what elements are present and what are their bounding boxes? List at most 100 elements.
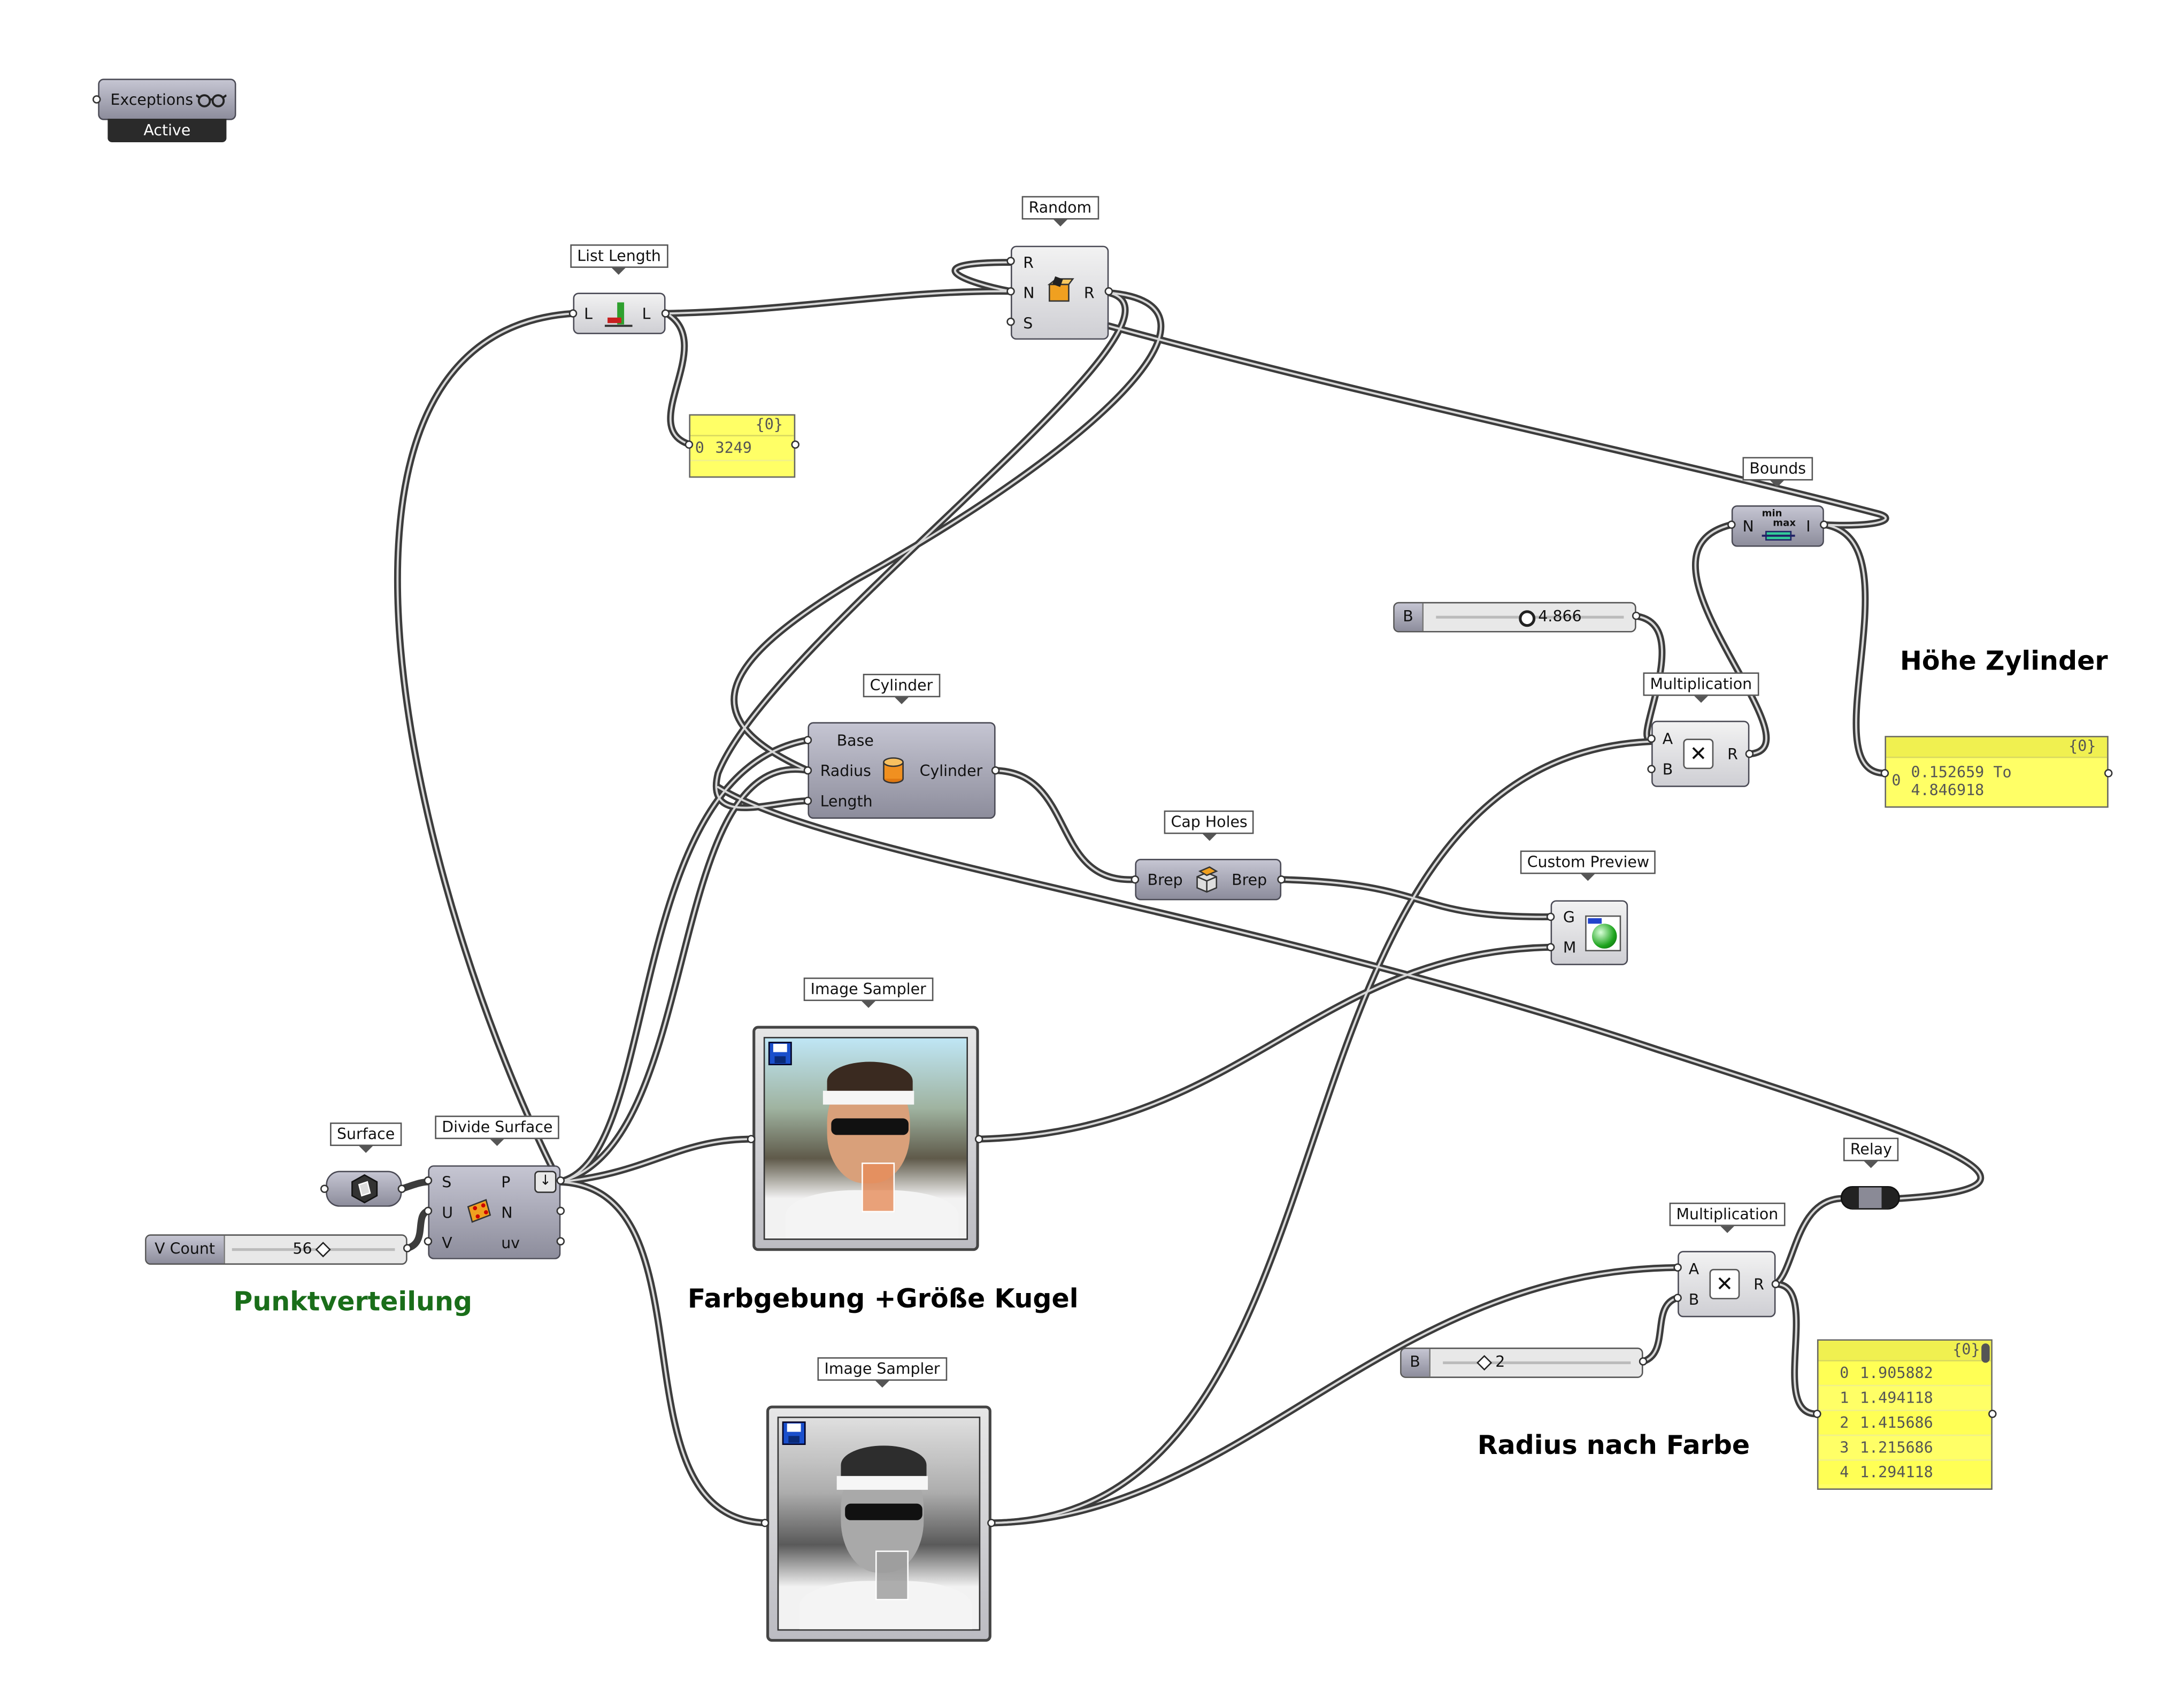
mult-top-input-a-dot[interactable] bbox=[1647, 734, 1656, 743]
list-length-panel-output-dot[interactable] bbox=[791, 440, 799, 449]
list-length-panel[interactable]: {0} 0 3249 bbox=[689, 414, 796, 478]
multiplication-bottom-component[interactable]: A B ✕ R bbox=[1678, 1251, 1776, 1318]
image-sampler-top[interactable] bbox=[752, 1026, 979, 1251]
radius-panel-path: {0} bbox=[1818, 1341, 1991, 1361]
divide-output-n-dot[interactable] bbox=[556, 1206, 565, 1215]
mult-bottom-output-r: R bbox=[1754, 1275, 1764, 1294]
radius-panel[interactable]: {0} 0 1.905882 1 1.494118 2 1.415686 3 1… bbox=[1817, 1339, 1993, 1490]
mult-bottom-output-dot[interactable] bbox=[1771, 1280, 1780, 1289]
multiplication-top-tag: Multiplication bbox=[1643, 672, 1759, 703]
mult-bottom-input-b-dot[interactable] bbox=[1673, 1294, 1682, 1302]
radius-slider-output-dot[interactable] bbox=[1639, 1357, 1648, 1366]
image-sampler-bottom-tag: Image Sampler bbox=[817, 1357, 947, 1388]
radius-panel-output-dot[interactable] bbox=[1988, 1410, 1997, 1418]
list-length-output-label: L bbox=[642, 305, 651, 324]
bounds-component[interactable]: N min max I bbox=[1731, 505, 1824, 547]
panel-scrollbar[interactable] bbox=[1981, 1343, 1990, 1363]
divide-output-p-dot[interactable] bbox=[556, 1176, 565, 1185]
image-sampler-bottom[interactable] bbox=[766, 1405, 991, 1642]
surface-input-dot[interactable] bbox=[320, 1184, 329, 1193]
cylinder-input-radius-dot[interactable] bbox=[803, 766, 812, 775]
multiplication-top-component[interactable]: A B ✕ R bbox=[1651, 720, 1750, 787]
bounds-input-dot[interactable] bbox=[1727, 520, 1736, 529]
mult-bottom-input-a-dot[interactable] bbox=[1673, 1263, 1682, 1272]
cap-holes-output-label: Brep bbox=[1232, 871, 1267, 889]
bounds-panel-path: {0} bbox=[1886, 737, 2108, 758]
random-input-n-dot[interactable] bbox=[1006, 287, 1015, 296]
save-disk-icon[interactable] bbox=[781, 1421, 806, 1445]
image-sampler-bottom-input-dot[interactable] bbox=[760, 1519, 770, 1527]
divide-output-uv: uv bbox=[501, 1234, 520, 1252]
save-disk-icon[interactable] bbox=[768, 1041, 793, 1066]
surface-output-dot[interactable] bbox=[397, 1184, 406, 1193]
v-count-slider-label: V Count bbox=[146, 1235, 225, 1264]
bounds-panel-output-dot[interactable] bbox=[2104, 769, 2113, 778]
v-count-slider[interactable]: V Count 56 bbox=[145, 1234, 407, 1265]
list-length-panel-path: {0} bbox=[690, 416, 794, 436]
random-output-dot[interactable] bbox=[1104, 287, 1113, 296]
panel-row-value: 1.294118 bbox=[1859, 1463, 1933, 1482]
divide-input-s-dot[interactable] bbox=[424, 1176, 433, 1185]
cylinder-input-base-dot[interactable] bbox=[803, 736, 812, 744]
cylinder-component[interactable]: Base Radius Length Cylinder bbox=[808, 722, 996, 819]
cylinder-input-radius: Radius bbox=[820, 762, 871, 780]
list-length-panel-input-dot[interactable] bbox=[685, 440, 694, 449]
radius-slider-value: 2 bbox=[1495, 1353, 1505, 1371]
dice-box-icon bbox=[1047, 276, 1074, 302]
list-length-component[interactable]: L L bbox=[573, 293, 666, 334]
cap-holes-component[interactable]: Brep Brep bbox=[1135, 859, 1282, 901]
custom-preview-input-m-dot[interactable] bbox=[1546, 943, 1555, 951]
random-component[interactable]: R N S R bbox=[1011, 245, 1109, 340]
mult-top-output-r: R bbox=[1727, 745, 1738, 764]
exceptions-component[interactable]: Exceptions bbox=[98, 79, 236, 120]
cylinder-output-label: Cylinder bbox=[919, 762, 983, 780]
random-input-s-dot[interactable] bbox=[1006, 317, 1015, 326]
wire-divide-to-listlength bbox=[394, 310, 578, 1186]
mult-top-input-b-dot[interactable] bbox=[1647, 765, 1656, 773]
flatten-arrow-icon[interactable]: ↓ bbox=[534, 1171, 557, 1193]
height-slider[interactable]: B 4.866 bbox=[1393, 602, 1636, 633]
slider-grip[interactable] bbox=[1476, 1355, 1493, 1371]
cap-holes-input-dot[interactable] bbox=[1131, 875, 1140, 884]
mult-top-output-dot[interactable] bbox=[1745, 750, 1754, 758]
custom-preview-component[interactable]: G M bbox=[1550, 900, 1628, 965]
bounds-output-dot[interactable] bbox=[1820, 520, 1828, 529]
image-sampler-bottom-output-dot[interactable] bbox=[987, 1519, 996, 1527]
bounds-icon: min max bbox=[1760, 508, 1796, 545]
divide-input-v-dot[interactable] bbox=[424, 1237, 433, 1245]
bounds-panel[interactable]: {0} 0 0.152659 To 4.846918 bbox=[1885, 736, 2109, 808]
slider-track bbox=[1443, 1361, 1631, 1365]
list-length-output-dot[interactable] bbox=[661, 309, 670, 318]
panel-row-value: 0.152659 To 4.846918 bbox=[1911, 763, 2012, 799]
image-sampler-top-output-dot[interactable] bbox=[974, 1135, 983, 1143]
wire-sampler2-to-mult-bottom bbox=[988, 1264, 1681, 1527]
v-count-slider-output-dot[interactable] bbox=[403, 1244, 412, 1252]
divide-output-uv-dot[interactable] bbox=[556, 1237, 565, 1245]
radius-slider[interactable]: B 2 bbox=[1400, 1348, 1643, 1378]
cap-holes-output-dot[interactable] bbox=[1277, 875, 1286, 884]
panel-row-value: 1.415686 bbox=[1859, 1413, 1933, 1432]
mult-top-input-a: A bbox=[1662, 730, 1673, 749]
divide-surface-component[interactable]: S U V P N uv ↓ bbox=[428, 1165, 561, 1259]
random-input-r-dot[interactable] bbox=[1006, 257, 1015, 265]
radius-panel-input-dot[interactable] bbox=[1813, 1410, 1821, 1418]
list-length-input-dot[interactable] bbox=[568, 309, 578, 318]
exceptions-input-dot[interactable] bbox=[92, 95, 101, 104]
cylinder-output-dot[interactable] bbox=[991, 766, 1000, 775]
custom-preview-input-g-dot[interactable] bbox=[1546, 912, 1555, 921]
divide-input-u-dot[interactable] bbox=[424, 1206, 433, 1215]
cylinder-input-length: Length bbox=[820, 793, 873, 811]
bounds-panel-input-dot[interactable] bbox=[1880, 769, 1889, 778]
image-sampler-top-input-dot[interactable] bbox=[747, 1135, 756, 1143]
cylinder-input-length-dot[interactable] bbox=[803, 796, 812, 805]
slider-grip[interactable] bbox=[315, 1242, 331, 1258]
panel-row: 1 1.494118 bbox=[1818, 1386, 1991, 1411]
sampler-image-color bbox=[763, 1037, 968, 1240]
relay-node[interactable] bbox=[1840, 1186, 1900, 1210]
heading-hoehe-zylinder: Höhe Zylinder bbox=[1899, 646, 2108, 677]
surface-component[interactable] bbox=[326, 1171, 402, 1207]
slider-grip[interactable] bbox=[1519, 610, 1536, 627]
height-slider-output-dot[interactable] bbox=[1632, 611, 1641, 620]
wire-sampler-to-preview-m bbox=[975, 943, 1555, 1143]
